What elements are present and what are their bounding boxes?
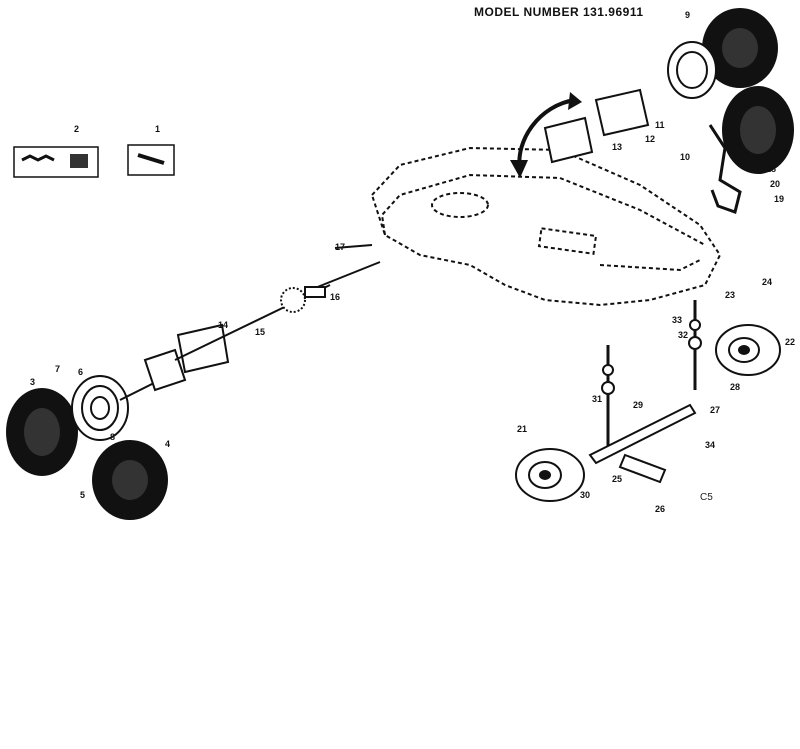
callout-9: 9 (685, 10, 690, 20)
callout-32: 32 (678, 330, 688, 340)
callout-28: 28 (730, 382, 740, 392)
callout-21: 21 (517, 424, 527, 434)
drive-sprocket (280, 287, 306, 313)
callout-1: 1 (155, 124, 160, 134)
callout-27: 27 (710, 405, 720, 415)
callout-30: 30 (580, 490, 590, 500)
left-rear-wheel-assembly (6, 323, 230, 520)
right-rear-wheel-assembly (510, 8, 794, 178)
callout-3: 3 (30, 377, 35, 387)
callout-33: 33 (672, 315, 682, 325)
callout-10: 10 (680, 152, 690, 162)
parts-packets (13, 144, 175, 178)
callout-7: 7 (55, 364, 60, 374)
callout-16: 16 (330, 292, 340, 302)
wheel-hub-right (667, 41, 717, 99)
packet-1 (127, 144, 175, 176)
callout-labels: 1 2 3 4 5 6 7 8 9 10 11 12 13 14 15 16 1… (30, 10, 795, 514)
callout-22: 22 (785, 337, 795, 347)
callout-23: 23 (725, 290, 735, 300)
diagram-code: C5 (700, 492, 713, 503)
front-caster-left (515, 345, 615, 502)
callout-26: 26 (655, 504, 665, 514)
wheel-hub-left (71, 375, 129, 441)
callout-19: 19 (774, 194, 784, 204)
lift-rod (708, 124, 742, 214)
callout-14: 14 (218, 320, 228, 330)
callout-29: 29 (633, 400, 643, 410)
callout-34: 34 (705, 440, 715, 450)
callout-24: 24 (762, 277, 772, 287)
model-number-title: MODEL NUMBER 131.96911 (474, 5, 644, 19)
front-axle-bar (588, 403, 697, 484)
callout-8: 8 (110, 432, 115, 442)
rear-axle (174, 244, 381, 361)
callout-17: 17 (335, 242, 345, 252)
callout-20: 20 (770, 179, 780, 189)
front-caster-right (688, 300, 781, 390)
callout-31: 31 (592, 394, 602, 404)
mower-deck (370, 146, 722, 307)
callout-12: 12 (645, 134, 655, 144)
callout-5: 5 (80, 490, 85, 500)
callout-4: 4 (165, 439, 170, 449)
callout-13: 13 (612, 142, 622, 152)
callout-15: 15 (255, 327, 265, 337)
callout-2: 2 (74, 124, 79, 134)
callout-11: 11 (655, 120, 665, 130)
callout-25: 25 (612, 474, 622, 484)
callout-18: 18 (766, 164, 776, 174)
callout-6: 6 (78, 367, 83, 377)
